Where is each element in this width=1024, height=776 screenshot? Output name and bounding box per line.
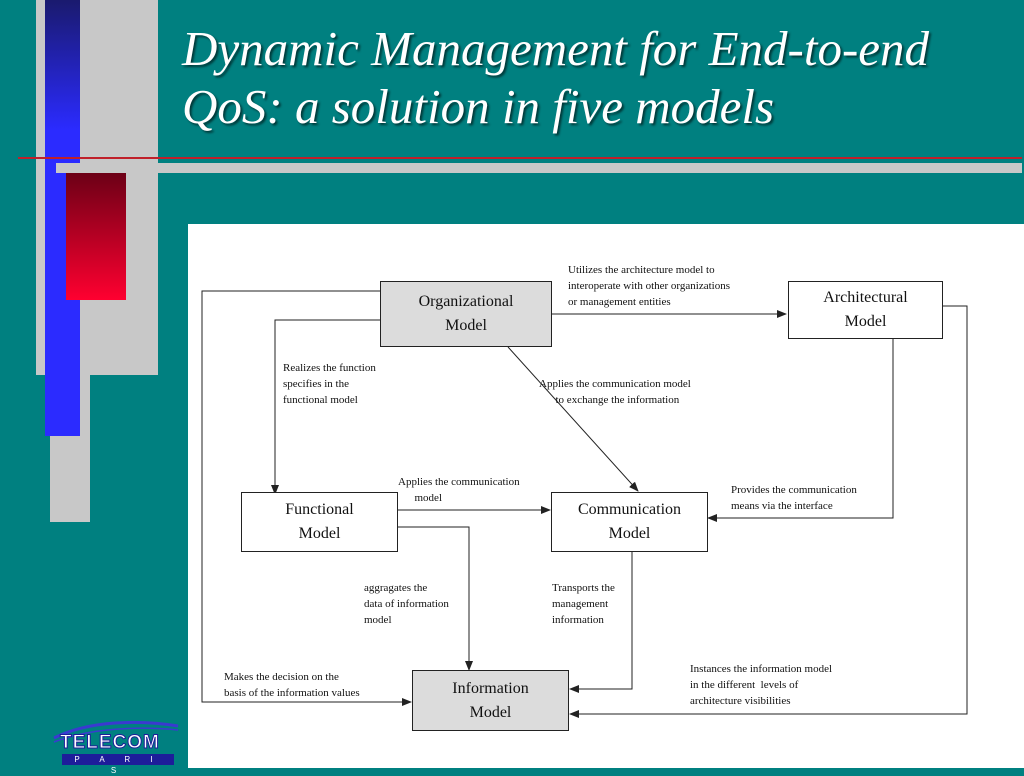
logo-name: TELECOM: [60, 732, 160, 754]
arrow-left-to-info: [201, 290, 412, 706]
telecom-logo-swoosh-icon: [53, 720, 179, 743]
architectural-model-box: Architectural Model: [788, 281, 943, 339]
label-arch-to-info: Instances the information model in the d…: [690, 663, 833, 707]
diagram-connectors: [201, 290, 968, 718]
deco-red-bar: [66, 172, 126, 300]
label-left-to-info: Makes the decision on the basis of the i…: [224, 671, 360, 699]
communication-model-box: Communication Model: [551, 492, 708, 552]
deco-horizontal-grey-bar: [56, 163, 1022, 173]
arrow-arch-to-comm: [707, 339, 894, 522]
arrow-arch-to-info: [569, 305, 968, 718]
information-model-box: Information Model: [412, 670, 569, 731]
label-org-to-comm: Applies the communication model to excha…: [539, 378, 691, 406]
telecom-paris-logo: TELECOM P A R I S: [50, 716, 180, 775]
deco-navy-bar: [45, 0, 80, 130]
arrow-func-to-info: [398, 526, 473, 671]
label-comm-to-info: Transports the management information: [552, 582, 615, 626]
label-func-to-info: aggragates the data of information model: [364, 582, 449, 626]
diagram-panel: Organizational Model Architectural Model…: [188, 224, 1024, 768]
arrow-comm-to-info: [569, 551, 633, 693]
arrow-org-to-func: [271, 319, 380, 495]
label-arch-to-comm: Provides the communication means via the…: [731, 484, 857, 512]
label-func-to-comm: Applies the communication model: [398, 476, 520, 504]
functional-model-box: Functional Model: [241, 492, 398, 552]
arrow-org-to-comm: [507, 346, 639, 492]
label-org-to-arch: Utilizes the architecture model to inter…: [568, 264, 730, 308]
logo-subtitle: P A R I S: [62, 754, 174, 775]
label-org-to-func: Realizes the function specifies in the f…: [283, 362, 376, 406]
deco-horizontal-red-line: [18, 157, 1022, 159]
organizational-model-box: Organizational Model: [380, 281, 552, 347]
slide-title: Dynamic Management for End-to-end QoS: a…: [182, 21, 930, 134]
